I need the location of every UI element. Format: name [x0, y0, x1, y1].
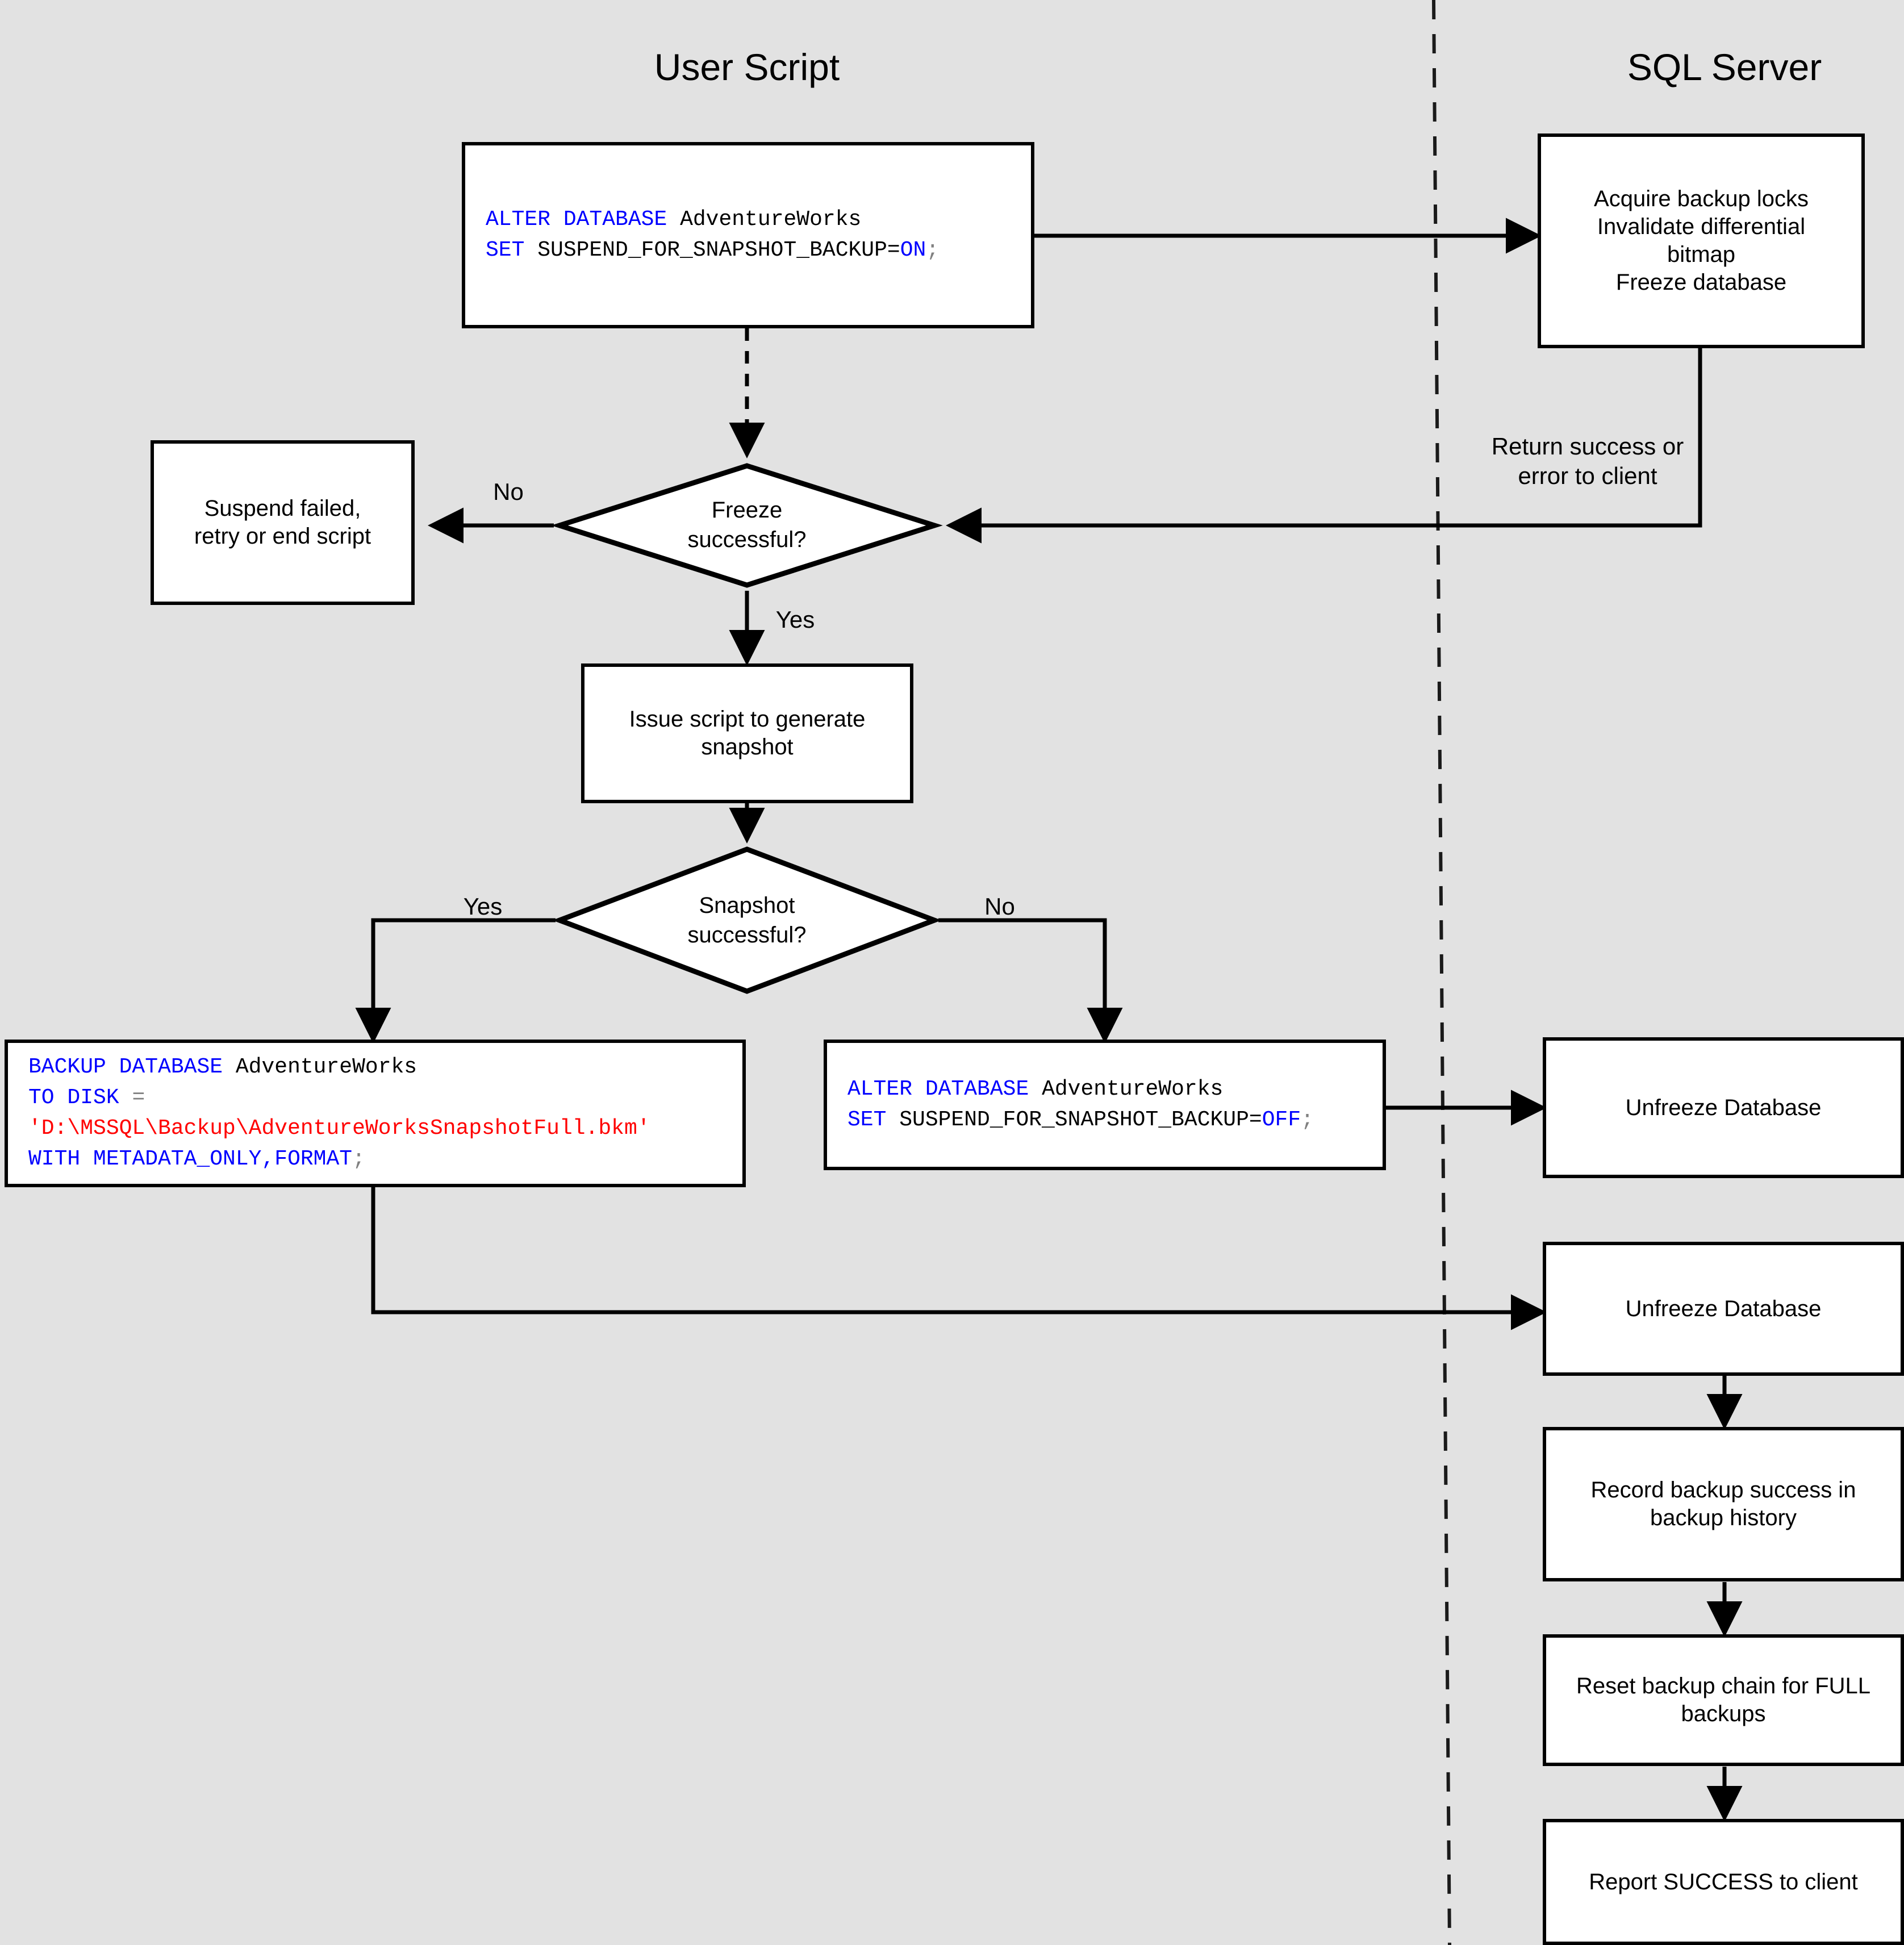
- node-unfreeze-database-1[interactable]: Unfreeze Database: [1543, 1037, 1904, 1178]
- unfreeze-database-1-label: Unfreeze Database: [1625, 1095, 1822, 1120]
- edge-label-return-success: Return success or error to client: [1491, 433, 1684, 490]
- freeze-decision-diamond: [551, 463, 943, 588]
- lane-title-sql-server: SQL Server: [1627, 46, 1822, 88]
- lane-divider: [1432, 0, 1451, 1945]
- node-unfreeze-database-2[interactable]: Unfreeze Database: [1543, 1242, 1904, 1376]
- node-alter-database-off[interactable]: ALTER DATABASE AdventureWorks SET SUSPEN…: [824, 1040, 1386, 1170]
- unfreeze-database-2-label: Unfreeze Database: [1625, 1296, 1822, 1321]
- lane-title-user-script: User Script: [654, 46, 840, 88]
- node-record-backup-history[interactable]: Record backup success in backup history: [1543, 1427, 1904, 1581]
- node-alter-database-on[interactable]: ALTER DATABASE AdventureWorks SET SUSPEN…: [462, 142, 1034, 328]
- edge-return-to-client: [946, 348, 1702, 544]
- node-report-success[interactable]: Report SUCCESS to client: [1543, 1819, 1904, 1945]
- alter-on-code: ALTER DATABASE AdventureWorks SET SUSPEN…: [486, 207, 940, 262]
- node-acquire-backup-locks[interactable]: Acquire backup locks Invalidate differen…: [1538, 133, 1865, 348]
- edge-backup-to-unfreeze2: [371, 1187, 1547, 1330]
- record-backup-history-label: Record backup success in backup history: [1590, 1477, 1856, 1530]
- node-reset-backup-chain[interactable]: Reset backup chain for FULL backups: [1543, 1634, 1904, 1766]
- snapshot-decision-diamond: [552, 846, 942, 994]
- backup-database-code: BACKUP DATABASE AdventureWorks TO DISK =…: [28, 1055, 650, 1171]
- report-success-label: Report SUCCESS to client: [1589, 1869, 1858, 1894]
- node-suspend-failed[interactable]: Suspend failed, retry or end script: [151, 440, 415, 605]
- reset-backup-chain-label: Reset backup chain for FULL backups: [1576, 1673, 1871, 1726]
- edge-snapshot-yes: [355, 918, 556, 1044]
- edge-snapshot-no: [938, 918, 1123, 1044]
- edge-label-freeze-no: No: [493, 478, 524, 505]
- issue-script-label: Issue script to generate snapshot: [629, 707, 866, 759]
- edge-label-snapshot-yes: Yes: [463, 893, 503, 920]
- node-issue-script[interactable]: Issue script to generate snapshot: [581, 663, 913, 803]
- edge-label-snapshot-no: No: [984, 893, 1015, 920]
- edge-label-freeze-yes: Yes: [775, 606, 815, 633]
- acquire-backup-locks-label: Acquire backup locks Invalidate differen…: [1594, 186, 1809, 295]
- suspend-failed-label: Suspend failed, retry or end script: [194, 496, 371, 549]
- alter-off-code: ALTER DATABASE AdventureWorks SET SUSPEN…: [847, 1077, 1314, 1132]
- node-backup-database[interactable]: BACKUP DATABASE AdventureWorks TO DISK =…: [5, 1040, 746, 1187]
